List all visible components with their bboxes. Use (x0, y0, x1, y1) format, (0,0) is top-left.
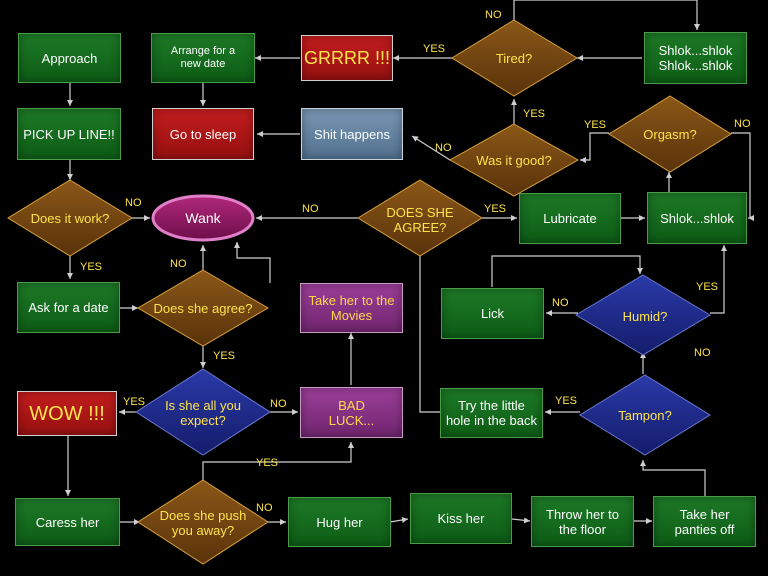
edge-label-yes-wasgood: YES (523, 108, 546, 120)
edge-tired-shlokshlok (513, 0, 700, 30)
edge-label-no-agree2: NO (302, 203, 319, 215)
node-pick-up-line: PICK UP LINE!! (17, 108, 121, 160)
node-take-her-panties-off: Take her panties off (653, 496, 756, 547)
edge-label-no-agree1: NO (170, 258, 187, 270)
diamond-humid (575, 274, 711, 356)
edge-label-yes-agree1: YES (213, 350, 236, 362)
node-grrrr: GRRRR !!! (301, 35, 393, 81)
diamond-was-it-good (448, 123, 580, 197)
edge-label-no-doesitwork: NO (125, 197, 142, 209)
node-lick: Lick (441, 288, 544, 339)
edge-label-no-tired: NO (485, 9, 502, 21)
edge-label-yes-orgasm: YES (584, 119, 607, 131)
edge-label-no-orgasm: NO (734, 118, 751, 130)
node-bad-luck: BAD LUCK... (300, 387, 403, 438)
edge-label-yes-doesitwork: YES (80, 261, 103, 273)
node-shlok-shlok: Shlok...shlok (647, 192, 747, 244)
edge-panties-tampon (640, 460, 706, 496)
node-take-her-to-the-movies: Take her to the Movies (300, 283, 403, 333)
edge-humid-shlok (710, 245, 727, 314)
node-throw-her-to-the-floor: Throw her to the floor (531, 496, 634, 547)
edge-wasgood-shit (411, 135, 451, 161)
node-approach: Approach (18, 33, 121, 83)
edge-lick-humid (491, 255, 643, 287)
diamond-does-she-agree-1 (137, 269, 269, 347)
diamond-is-she-all-you-expect (135, 368, 271, 456)
node-caress-her: Caress her (15, 498, 120, 546)
node-lubricate: Lubricate (519, 193, 621, 244)
edge-orgasm-shlok (731, 132, 754, 221)
edge-label-yes-humid: YES (696, 281, 719, 293)
node-kiss-her: Kiss her (410, 493, 512, 544)
edge-label-no-isshe: NO (270, 398, 287, 410)
edge-label-yes-agree2: YES (484, 203, 507, 215)
edge-label-no-push: NO (256, 502, 273, 514)
node-wow: WOW !!! (17, 391, 117, 436)
edge-push-badluck (202, 442, 354, 480)
edge-label-yes-push: YES (256, 457, 279, 469)
node-hug-her: Hug her (288, 497, 391, 547)
edge-label-no-tampon: NO (694, 347, 711, 359)
edge-label-yes-isshe: YES (123, 396, 146, 408)
diamond-does-she-push (137, 479, 269, 565)
edge-hole-agree2 (417, 245, 440, 413)
edge-label-no-wasgood: NO (435, 142, 452, 154)
edge-label-yes-tired: YES (423, 43, 446, 55)
node-arrange-for-new-date: Arrange for a new date (151, 33, 255, 83)
edge-orgasm-wasgood (580, 132, 609, 163)
edge-kiss-throw (511, 517, 531, 524)
ellipse-wank (151, 194, 255, 242)
node-go-to-sleep: Go to sleep (152, 108, 254, 160)
diamond-does-it-work (7, 179, 133, 257)
node-ask-for-a-date: Ask for a date (17, 282, 120, 333)
edge-label-yes-tampon: YES (555, 395, 578, 407)
edge-movies-wank (234, 242, 271, 283)
edge-label-no-humid: NO (552, 297, 569, 309)
diamond-does-she-agree-2 (357, 179, 483, 257)
diamond-orgasm (608, 95, 732, 173)
node-shlok-shlok-shlok: Shlok...shlok Shlok...shlok (644, 32, 747, 84)
node-shit-happens: Shit happens (301, 108, 403, 160)
diamond-tampon (579, 374, 711, 456)
node-try-the-little-hole: Try the little hole in the back (440, 388, 543, 438)
diamond-tired (451, 19, 578, 97)
edge-hug-kiss (389, 517, 409, 523)
